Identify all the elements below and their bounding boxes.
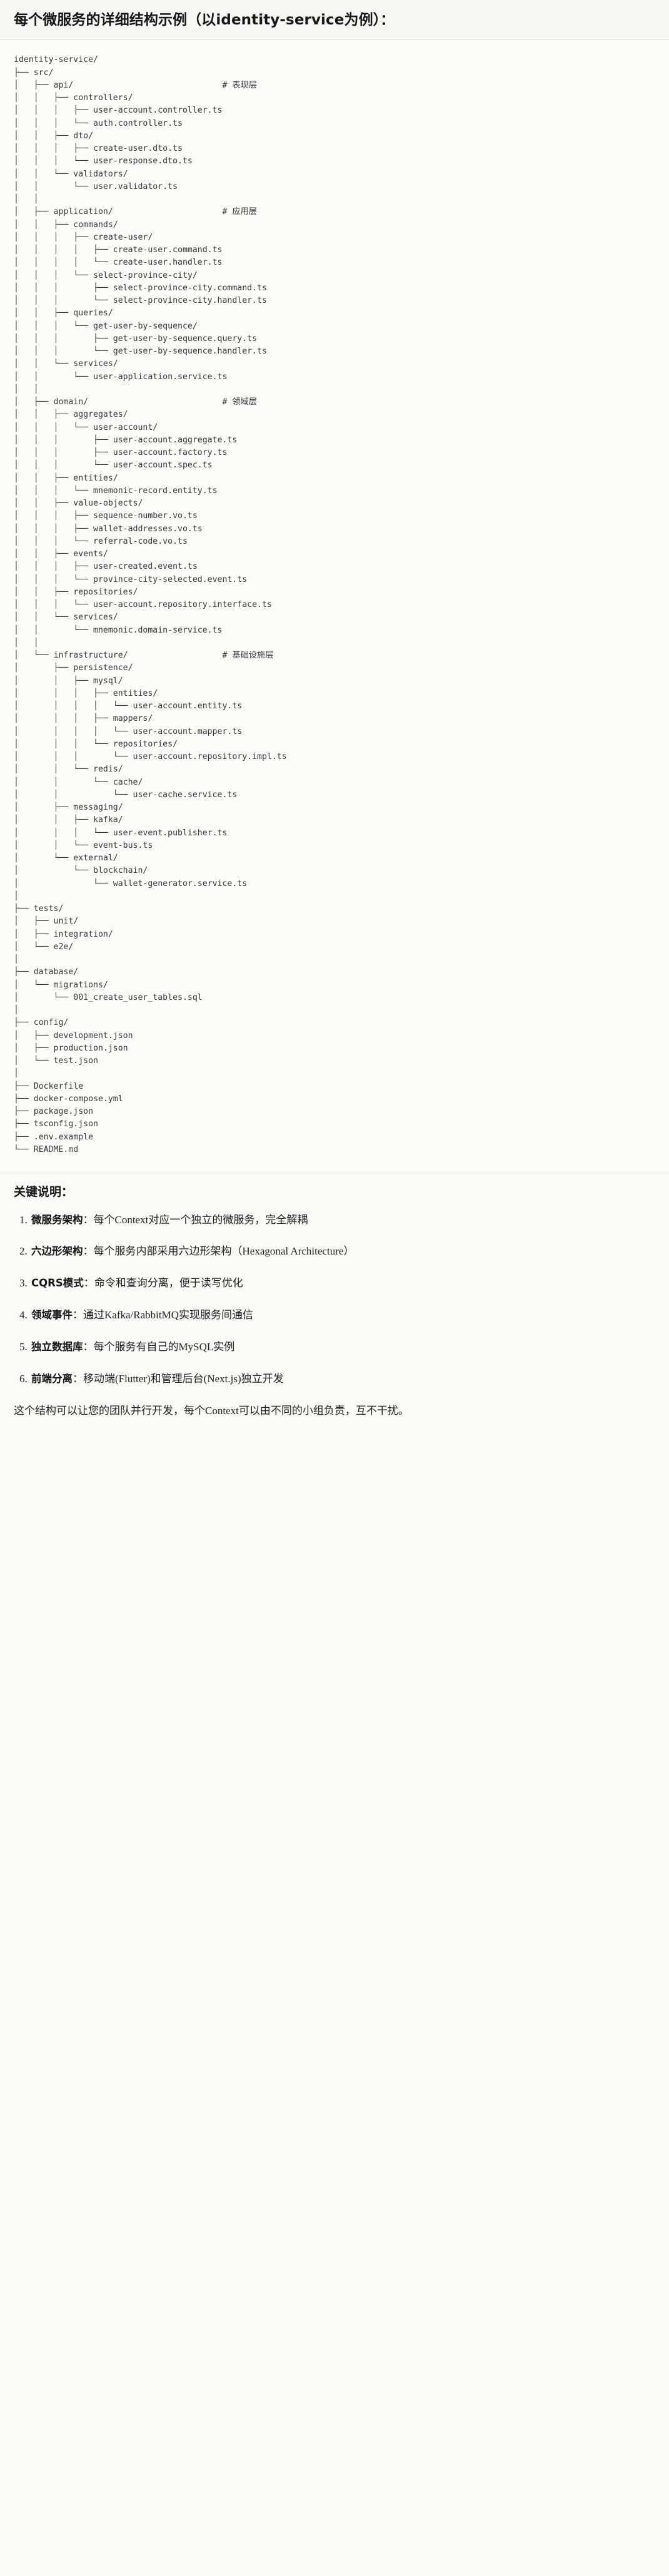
note-separator: ： [83, 1213, 94, 1226]
header-divider [0, 39, 669, 41]
note-separator: ： [83, 1277, 94, 1290]
directory-tree-block: identity-service/ ├── src/ │ ├── api/ # … [0, 40, 669, 1173]
note-description: 每个Context对应一个独立的微服务，完全解耦 [93, 1213, 308, 1226]
note-term: 微服务架构 [31, 1213, 83, 1226]
note-term: 前端分离 [31, 1373, 73, 1385]
directory-tree: identity-service/ ├── src/ │ ├── api/ # … [14, 55, 287, 1154]
closing-paragraph: 这个结构可以让您的团队并行开发，每个Context可以由不同的小组负责，互不干扰… [14, 1404, 409, 1417]
key-notes-section: 关键说明： 微服务架构：每个Context对应一个独立的微服务，完全解耦 六边形… [0, 1173, 669, 1434]
list-item: 领域事件：通过Kafka/RabbitMQ实现服务间通信 [30, 1306, 655, 1325]
note-description: 每个服务内部采用六边形架构（Hexagonal Architecture） [93, 1245, 355, 1258]
key-notes-list: 微服务架构：每个Context对应一个独立的微服务，完全解耦 六边形架构：每个服… [14, 1211, 655, 1388]
note-separator: ： [73, 1309, 83, 1321]
key-notes-title: 关键说明： [14, 1185, 74, 1199]
note-term: 独立数据库 [31, 1341, 83, 1353]
list-item: 微服务架构：每个Context对应一个独立的微服务，完全解耦 [30, 1211, 655, 1229]
note-description: 命令和查询分离，便于读写优化 [94, 1277, 243, 1290]
note-separator: ： [83, 1341, 94, 1353]
document-page: 每个微服务的详细结构示例（以identity-service为例）： ident… [0, 0, 669, 1434]
list-item: CQRS模式：命令和查询分离，便于读写优化 [30, 1275, 655, 1293]
note-description: 移动端(Flutter)和管理后台(Next.js)独立开发 [83, 1373, 284, 1385]
note-term: CQRS模式 [31, 1277, 84, 1290]
list-item: 六边形架构：每个服务内部采用六边形架构（Hexagonal Architectu… [30, 1243, 655, 1261]
note-separator: ： [83, 1245, 94, 1258]
list-item: 前端分离：移动端(Flutter)和管理后台(Next.js)独立开发 [30, 1370, 655, 1388]
note-description: 通过Kafka/RabbitMQ实现服务间通信 [83, 1309, 253, 1321]
note-term: 六边形架构 [31, 1245, 83, 1258]
list-item: 独立数据库：每个服务有自己的MySQL实例 [30, 1338, 655, 1357]
note-separator: ： [73, 1373, 83, 1385]
note-description: 每个服务有自己的MySQL实例 [93, 1341, 235, 1353]
page-title: 每个微服务的详细结构示例（以identity-service为例）： [0, 0, 669, 40]
note-term: 领域事件 [31, 1309, 73, 1321]
